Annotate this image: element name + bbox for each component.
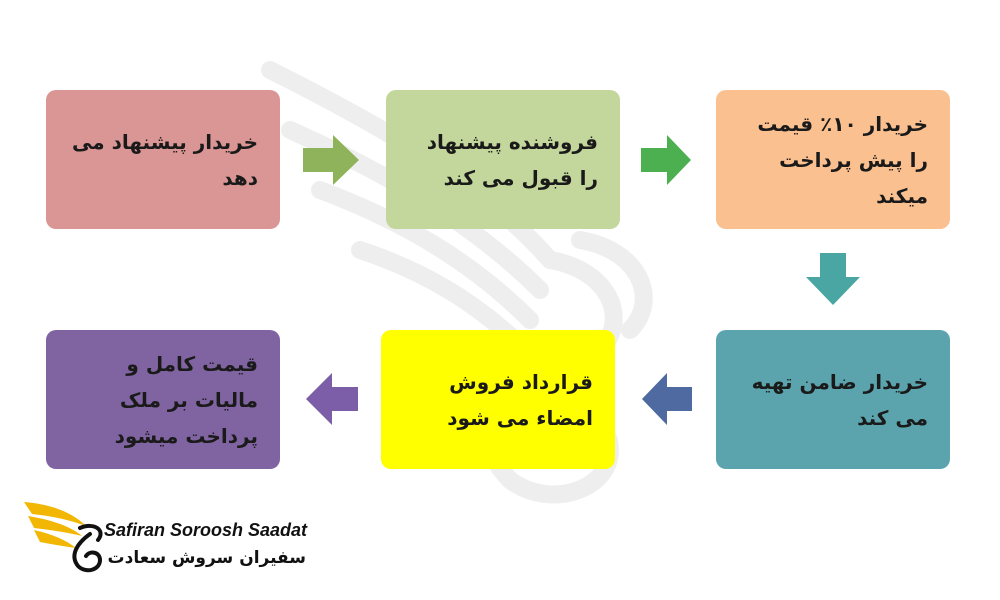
step-3-box: خریدار ۱۰٪ قیمت را پیش پرداخت میکند (716, 90, 950, 229)
swan-wings-icon (24, 502, 103, 573)
step-3-label: خریدار ۱۰٪ قیمت را پیش پرداخت میکند (757, 111, 928, 208)
step-6-label: قیمت کامل و مالیات بر ملک پرداخت میشود (114, 351, 258, 448)
company-logo: Safiran Soroosh Saadat سفیران سروش سعادت (20, 490, 320, 580)
step-2-label: فروشنده پیشنهاد را قبول می کند (426, 129, 598, 190)
arrow-left-1-icon (642, 373, 692, 425)
logo-name-fa: سفیران سروش سعادت (107, 548, 306, 568)
step-4-label: خریدار ضامن تهیه می کند (751, 369, 928, 430)
step-1-box: خریدار پیشنهاد می دهد (46, 90, 280, 229)
step-1-label: خریدار پیشنهاد می دهد (72, 129, 258, 190)
step-5-label: قرارداد فروش امضاء می شود (447, 369, 593, 430)
step-5-box: قرارداد فروش امضاء می شود (381, 330, 615, 469)
step-6-box: قیمت کامل و مالیات بر ملک پرداخت میشود (46, 330, 280, 469)
arrow-left-2-icon (306, 373, 358, 425)
step-2-box: فروشنده پیشنهاد را قبول می کند (386, 90, 620, 229)
arrow-right-2-icon (641, 135, 691, 185)
logo-name-en: Safiran Soroosh Saadat (104, 520, 308, 540)
arrow-right-1-icon (303, 135, 359, 185)
arrow-down-icon (806, 253, 860, 305)
step-4-box: خریدار ضامن تهیه می کند (716, 330, 950, 469)
